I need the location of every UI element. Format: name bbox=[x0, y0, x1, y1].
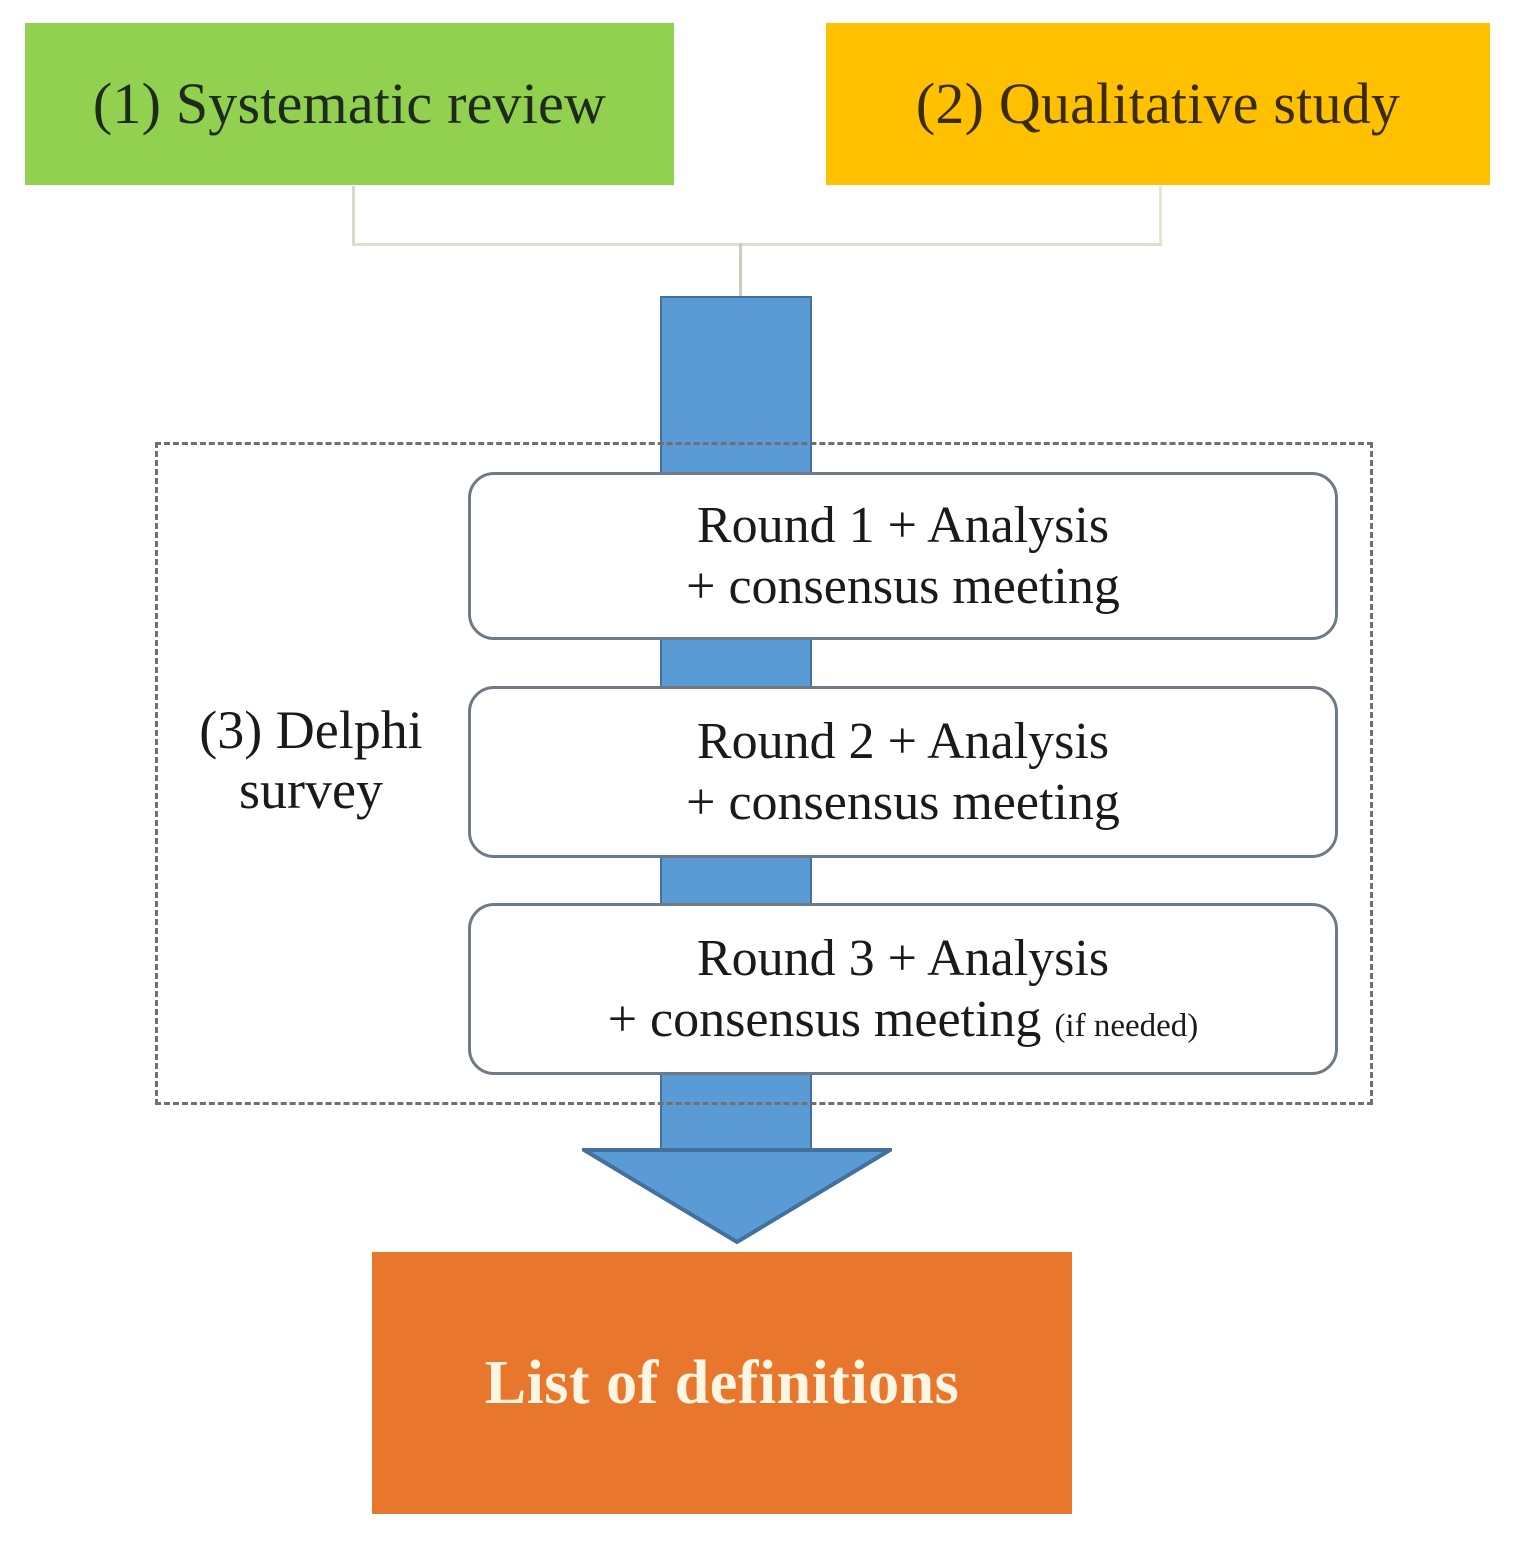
list-of-definitions-box[interactable]: List of definitions bbox=[372, 1252, 1072, 1514]
round-1-line-1: Round 1 + Analysis bbox=[696, 496, 1110, 554]
round-2-line-2-text: + consensus meeting bbox=[686, 774, 1120, 831]
delphi-survey-label: (3) Delphi survey bbox=[166, 700, 456, 821]
round-1-line-2: + consensus meeting bbox=[686, 556, 1120, 617]
round-3-box[interactable]: Round 3 + Analysis + consensus meeting (… bbox=[468, 903, 1338, 1075]
qualitative-study-label: (2) Qualitative study bbox=[915, 71, 1401, 137]
delphi-label-line-1: (3) Delphi bbox=[199, 700, 423, 760]
systematic-review-label: (1) Systematic review bbox=[92, 71, 607, 137]
down-arrow-head-icon bbox=[582, 1148, 892, 1244]
round-2-line-1: Round 2 + Analysis bbox=[696, 712, 1110, 770]
systematic-review-box[interactable]: (1) Systematic review bbox=[25, 23, 674, 185]
round-3-if-needed-note: (if needed) bbox=[1054, 1008, 1199, 1044]
qualitative-study-box[interactable]: (2) Qualitative study bbox=[826, 23, 1490, 185]
connector-right-vertical bbox=[1159, 186, 1162, 246]
connector-drop-to-arrow bbox=[739, 243, 742, 299]
round-2-line-2: + consensus meeting bbox=[686, 772, 1120, 833]
round-3-line-2: + consensus meeting (if needed) bbox=[608, 989, 1199, 1050]
delphi-survey-container bbox=[155, 442, 1373, 1105]
list-of-definitions-label: List of definitions bbox=[484, 1348, 960, 1417]
round-3-line-2-text: + consensus meeting bbox=[607, 991, 1042, 1048]
round-3-line-1: Round 3 + Analysis bbox=[696, 929, 1110, 987]
round-1-box[interactable]: Round 1 + Analysis + consensus meeting bbox=[468, 472, 1338, 640]
delphi-label-line-2: survey bbox=[239, 760, 383, 821]
connector-left-vertical bbox=[352, 186, 355, 246]
connector-horizontal-join bbox=[352, 243, 1162, 246]
round-1-line-2-text: + consensus meeting bbox=[686, 558, 1120, 615]
round-2-box[interactable]: Round 2 + Analysis + consensus meeting bbox=[468, 686, 1338, 858]
